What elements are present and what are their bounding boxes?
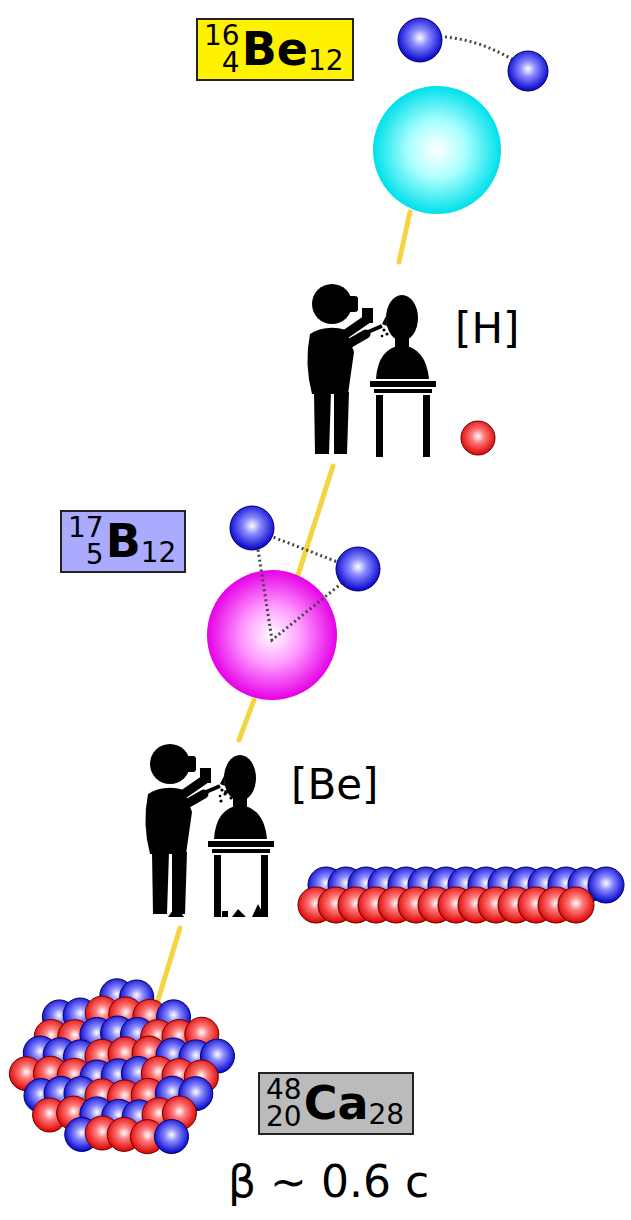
- nuclide-box: 175B12: [60, 510, 186, 573]
- proton-number: 5: [86, 541, 104, 568]
- neutron: [230, 506, 274, 550]
- neutron: [508, 51, 548, 91]
- element-symbol: B: [106, 518, 141, 564]
- proton: [461, 421, 495, 455]
- fragmentation-icon: [145, 744, 274, 917]
- mass-number: 48: [266, 1076, 302, 1103]
- neutron-number: 12: [141, 539, 177, 567]
- nuclide-box: 164Be12: [196, 18, 354, 81]
- proton-number: 20: [266, 1103, 302, 1130]
- removed-nucleus: [Be]: [291, 762, 378, 808]
- nucleon-numbers: 164: [204, 22, 240, 77]
- nucleon-numbers: 175: [68, 514, 104, 569]
- neutron: [155, 1120, 189, 1154]
- element-symbol: Be: [242, 26, 308, 72]
- nucleon-numbers: 4820: [266, 1076, 302, 1131]
- mass-number: 16: [204, 22, 240, 49]
- core-nucleus: [373, 86, 501, 214]
- proton-number: 4: [222, 49, 240, 76]
- neutron: [588, 867, 624, 903]
- neutron: [336, 547, 380, 591]
- nuclide-box: 4820Ca28: [258, 1072, 414, 1135]
- element-symbol: Ca: [304, 1080, 369, 1126]
- proton: [558, 887, 594, 923]
- mass-number: 17: [68, 514, 104, 541]
- beam-velocity: β ∼ 0.6 c: [228, 1158, 429, 1206]
- neutron-number: 12: [308, 47, 344, 75]
- projectile-nucleus: [9, 979, 234, 1154]
- knockout-icon: [307, 284, 436, 457]
- neutron-number: 28: [368, 1101, 404, 1129]
- debris: [168, 790, 265, 917]
- removed-nucleons: [298, 867, 624, 923]
- removed-nucleus: [H]: [455, 306, 519, 352]
- neutron: [398, 18, 442, 62]
